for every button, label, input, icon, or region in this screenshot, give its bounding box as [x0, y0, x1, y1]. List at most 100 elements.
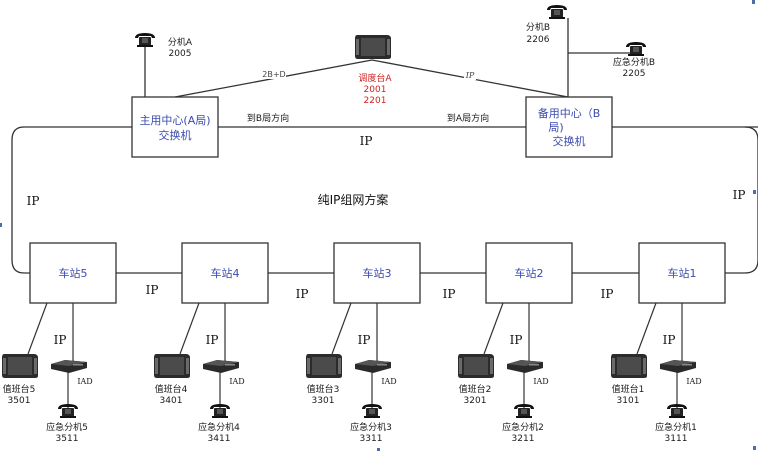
console-number: 3501 — [8, 396, 31, 406]
iad-device-icon — [203, 360, 239, 373]
duty-console-icon — [611, 354, 647, 378]
edge-marker — [0, 223, 2, 227]
station-name: 车站3 — [363, 266, 392, 280]
duty-console-icon — [306, 354, 342, 378]
emergency-ext-name: 应急分机5 — [46, 421, 88, 433]
center-a-direction: 到B局方向 — [247, 112, 289, 124]
console-name: 值班台4 — [155, 383, 188, 395]
phone-icon — [514, 404, 534, 418]
chain-ip-label: IP — [296, 287, 309, 301]
phone-b-number: 2206 — [527, 35, 550, 45]
chain-ip-label: IP — [601, 287, 614, 301]
right-ring-line — [725, 126, 758, 274]
emergency-b-number: 2205 — [623, 69, 646, 79]
emergency-ext-number: 3111 — [665, 434, 688, 444]
backbone-ip-label: IP — [360, 134, 373, 148]
left-ring-line — [11, 126, 30, 274]
chain-ip-label: IP — [146, 283, 159, 297]
emergency-ext-name: 应急分机1 — [655, 421, 697, 433]
phone-b-name: 分机B — [526, 21, 550, 33]
edge-marker — [377, 448, 380, 451]
station-uplink-ip: IP — [358, 333, 371, 347]
diagram-title: 纯IP组网方案 — [318, 192, 389, 207]
emergency-ext-name: 应急分机4 — [198, 421, 240, 433]
duty-console-icon — [154, 354, 190, 378]
console-number: 3401 — [160, 396, 183, 406]
emergency-ext-number: 3211 — [512, 434, 535, 444]
center-a-label-2: 交换机 — [159, 128, 192, 142]
station-uplink-ip: IP — [54, 333, 67, 347]
station-uplink-ip: IP — [206, 333, 219, 347]
station-box[interactable] — [181, 242, 269, 304]
center-b-direction: 到A局方向 — [447, 112, 489, 124]
edge-marker — [753, 190, 756, 194]
phone-a-name: 分机A — [168, 36, 193, 48]
dispatch-name: 调度台A — [358, 72, 392, 84]
console-line — [331, 302, 352, 355]
console-line — [483, 302, 504, 355]
center-a-label-1: 主用中心(A局) — [139, 114, 210, 127]
iad-device-icon — [660, 360, 696, 373]
phone-icon — [547, 5, 567, 19]
station-name: 车站5 — [59, 266, 88, 280]
console-name: 值班台3 — [307, 383, 340, 395]
emergency-b-name: 应急分机B — [613, 56, 655, 68]
iad-label: IAD — [686, 377, 701, 386]
console-line — [179, 302, 200, 355]
dispatch-number-1: 2001 — [364, 85, 387, 95]
station-name: 车站4 — [211, 266, 240, 280]
console-number: 3201 — [464, 396, 487, 406]
iad-label: IAD — [77, 377, 92, 386]
console-name: 值班台2 — [459, 383, 492, 395]
phone-icon — [626, 42, 646, 56]
duty-console-icon — [2, 354, 38, 378]
console-name: 值班台1 — [612, 383, 645, 395]
iad-device-icon — [507, 360, 543, 373]
station-box[interactable] — [29, 242, 117, 304]
center-b-switch[interactable]: 备用中心（B 局) 交换机 — [525, 96, 613, 158]
station-box[interactable] — [333, 242, 421, 304]
station-uplink-ip: IP — [663, 333, 676, 347]
emergency-ext-name: 应急分机3 — [350, 421, 392, 433]
console-number: 3301 — [312, 396, 335, 406]
phone-icon — [210, 404, 230, 418]
right-ring-ip-label: IP — [733, 188, 746, 202]
edge-marker — [752, 0, 755, 4]
link-label-ip-b: IP — [465, 71, 475, 80]
center-a-switch[interactable]: 主用中心(A局) 交换机 — [131, 96, 219, 158]
phone-icon — [667, 404, 687, 418]
phone-icon — [135, 33, 155, 47]
center-b-label-1: 备用中心（B — [538, 106, 601, 120]
edge-marker — [753, 446, 756, 450]
emergency-ext-number: 3511 — [56, 434, 79, 444]
phone-icon — [58, 404, 78, 418]
console-line — [636, 302, 657, 355]
dispatch-number-2: 2201 — [364, 96, 387, 106]
emergency-ext-number: 3311 — [360, 434, 383, 444]
station-box[interactable] — [638, 242, 726, 304]
console-number: 3101 — [617, 396, 640, 406]
dispatch-console-icon — [355, 35, 391, 59]
iad-device-icon — [51, 360, 87, 373]
center-b-label-2: 局) — [548, 121, 563, 134]
station-name: 车站1 — [668, 266, 697, 280]
console-line — [27, 302, 48, 355]
emergency-ext-number: 3411 — [208, 434, 231, 444]
phone-a-number: 2005 — [169, 49, 192, 59]
console-name: 值班台5 — [3, 383, 36, 395]
duty-console-icon — [458, 354, 494, 378]
center-b-label-3: 交换机 — [553, 134, 586, 148]
iad-label: IAD — [381, 377, 396, 386]
chain-ip-label: IP — [443, 287, 456, 301]
station-uplink-ip: IP — [510, 333, 523, 347]
chain-ip-labels: IP IP IP IP — [146, 283, 614, 301]
iad-label: IAD — [229, 377, 244, 386]
phone-icon — [362, 404, 382, 418]
station-name: 车站2 — [515, 266, 544, 280]
